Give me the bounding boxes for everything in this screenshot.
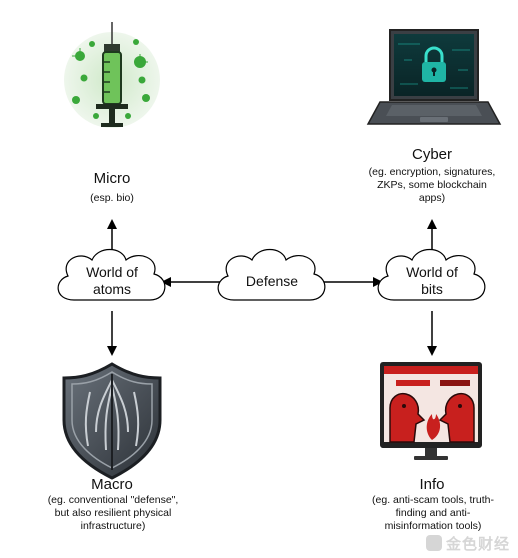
watermark: 金色财经 bbox=[425, 533, 510, 554]
cyber-description: (eg. encryption, signatures, ZKPs, some … bbox=[368, 166, 496, 204]
arrows bbox=[107, 219, 437, 356]
monitor-argument-icon bbox=[380, 362, 482, 460]
cloud-label-world-of-bits: World of bits bbox=[406, 264, 458, 297]
cloud-label-defense: Defense bbox=[245, 273, 299, 289]
macro-title: Macro bbox=[91, 476, 133, 493]
info-title: Info bbox=[419, 476, 445, 493]
micro-title: Micro bbox=[93, 170, 131, 187]
info-description: (eg. anti-scam tools, truth- finding and… bbox=[372, 494, 494, 532]
watermark-logo-icon bbox=[425, 535, 442, 551]
macro-description: (eg. conventional "defense", but also re… bbox=[47, 494, 179, 532]
cloud-label-world-of-atoms: World of atoms bbox=[86, 264, 138, 297]
syringe-virus-icon bbox=[64, 22, 160, 128]
laptop-lock-icon bbox=[366, 29, 502, 125]
cloud-world-of-atoms bbox=[57, 248, 166, 301]
cloud-world-of-bits bbox=[377, 248, 486, 301]
watermark-text: 金色财经 bbox=[445, 536, 510, 553]
shield-icon bbox=[62, 362, 162, 480]
micro-description: (esp. bio) bbox=[90, 192, 134, 204]
cloud-defense bbox=[217, 248, 326, 301]
cyber-title: Cyber bbox=[411, 146, 452, 163]
